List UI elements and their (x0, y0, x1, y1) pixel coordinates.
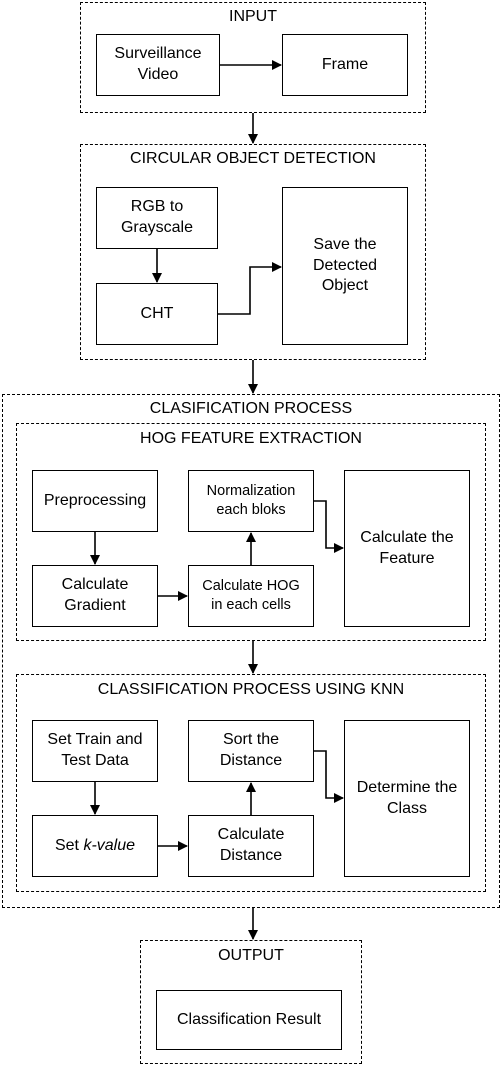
set-k-value-prefix: Set (54, 836, 84, 854)
group-hog-title: HOG FEATURE EXTRACTION (140, 430, 362, 447)
group-classification-process: CLASIFICATION PROCESS (2, 394, 500, 908)
node-calculate-gradient: Calculate Gradient (32, 565, 158, 627)
node-rgb-to-grayscale: RGB to Grayscale (96, 187, 218, 249)
group-circular-object-detection: CIRCULAR OBJECT DETECTION (80, 144, 426, 360)
group-input-title: INPUT (229, 8, 277, 25)
arrow-normalization-to-feature (314, 500, 344, 553)
group-hog-feature-extraction: HOG FEATURE EXTRACTION (16, 423, 486, 641)
group-circular-title: CIRCULAR OBJECT DETECTION (130, 150, 376, 167)
node-normalization: Normalization each bloks (188, 470, 314, 532)
group-classification-title: CLASIFICATION PROCESS (149, 400, 353, 417)
node-calculate-feature: Calculate the Feature (344, 470, 470, 627)
arrow-sort-to-class (314, 750, 344, 803)
node-save-detected-object: Save the Detected Object (282, 187, 408, 345)
group-output-title: OUTPUT (218, 947, 284, 964)
node-frame: Frame (282, 34, 408, 96)
node-set-k-value: Set k-value (32, 815, 158, 877)
node-set-train-test-data: Set Train and Test Data (32, 720, 158, 782)
group-knn-title: CLASSIFICATION PROCESS USING KNN (97, 681, 405, 698)
group-output: OUTPUT (140, 940, 362, 1064)
node-sort-distance: Sort the Distance (188, 720, 314, 782)
node-classification-result: Classification Result (156, 990, 342, 1050)
group-knn-classification: CLASSIFICATION PROCESS USING KNN (16, 674, 486, 892)
node-preprocessing: Preprocessing (32, 470, 158, 532)
node-calculate-distance: Calculate Distance (188, 815, 314, 877)
set-k-value-em: k-value (83, 836, 136, 854)
group-input: INPUT (80, 2, 426, 113)
node-cht: CHT (96, 283, 218, 345)
node-calculate-hog: Calculate HOG in each cells (188, 565, 314, 627)
arrow-cht-to-save (218, 262, 282, 315)
node-surveillance-video: Surveillance Video (96, 34, 220, 96)
node-determine-class: Determine the Class (344, 720, 470, 877)
